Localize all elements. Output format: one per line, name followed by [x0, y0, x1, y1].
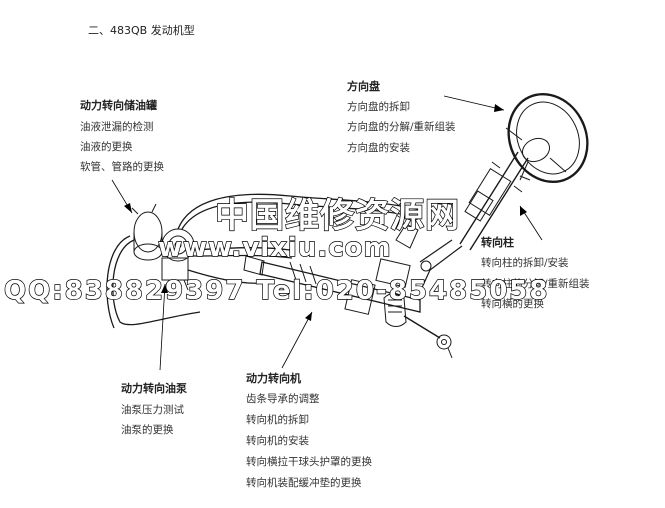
pump-title: 动力转向油泵	[121, 382, 187, 395]
gear-item-cushion-replace: 转向机装配缓冲垫的更换	[246, 477, 362, 489]
pump-item-pressure-test: 油泵压力测试	[121, 404, 184, 416]
steering-wheel-item-removal: 方向盘的拆卸	[347, 101, 410, 113]
reservoir-item-hose-replace: 软管、管路的更换	[80, 161, 164, 173]
gear-item-install: 转向机的安装	[246, 435, 309, 447]
column-item-removal: 转向柱的拆卸/安装	[481, 257, 569, 269]
watermark-url: www.vixiu.com	[157, 232, 392, 263]
reservoir-title: 动力转向储油罐	[80, 99, 157, 112]
steering-column	[419, 151, 531, 293]
gear-item-rack-guide: 齿条导承的调整	[246, 393, 320, 405]
hoses	[106, 193, 421, 329]
column-item-disassembly: 转向柱的分解/重新组装	[481, 278, 590, 290]
steering-wheel-title: 方向盘	[347, 80, 380, 93]
page-heading: 二、483QB 发动机型	[88, 24, 195, 37]
steering-wheel	[505, 92, 589, 184]
reservoir-item-leak-check: 油液泄漏的检测	[80, 121, 154, 133]
column-title: 转向柱	[481, 236, 514, 249]
reservoir-item-fluid-replace: 油液的更换	[80, 141, 133, 153]
arrowheads	[124, 104, 527, 321]
gear-item-boot-replace: 转向横拉干球头护罩的更换	[246, 456, 372, 468]
steering-wheel-item-disassembly: 方向盘的分解/重新组装	[347, 121, 456, 133]
steering-gear	[243, 223, 421, 327]
tie-rod-end	[403, 315, 453, 359]
watermark-site-name: 中国维修资源网	[214, 195, 460, 236]
steering-wheel-item-install: 方向盘的安装	[347, 142, 410, 154]
column-item-replace: 转向横的更换	[481, 298, 544, 310]
gear-title: 动力转向机	[246, 372, 301, 385]
watermark-contact: QQ:838829397 Tel:020-85485058	[3, 275, 550, 306]
gear-item-removal: 转向机的拆卸	[246, 414, 309, 426]
pump-item-replace: 油泵的更换	[121, 424, 174, 436]
